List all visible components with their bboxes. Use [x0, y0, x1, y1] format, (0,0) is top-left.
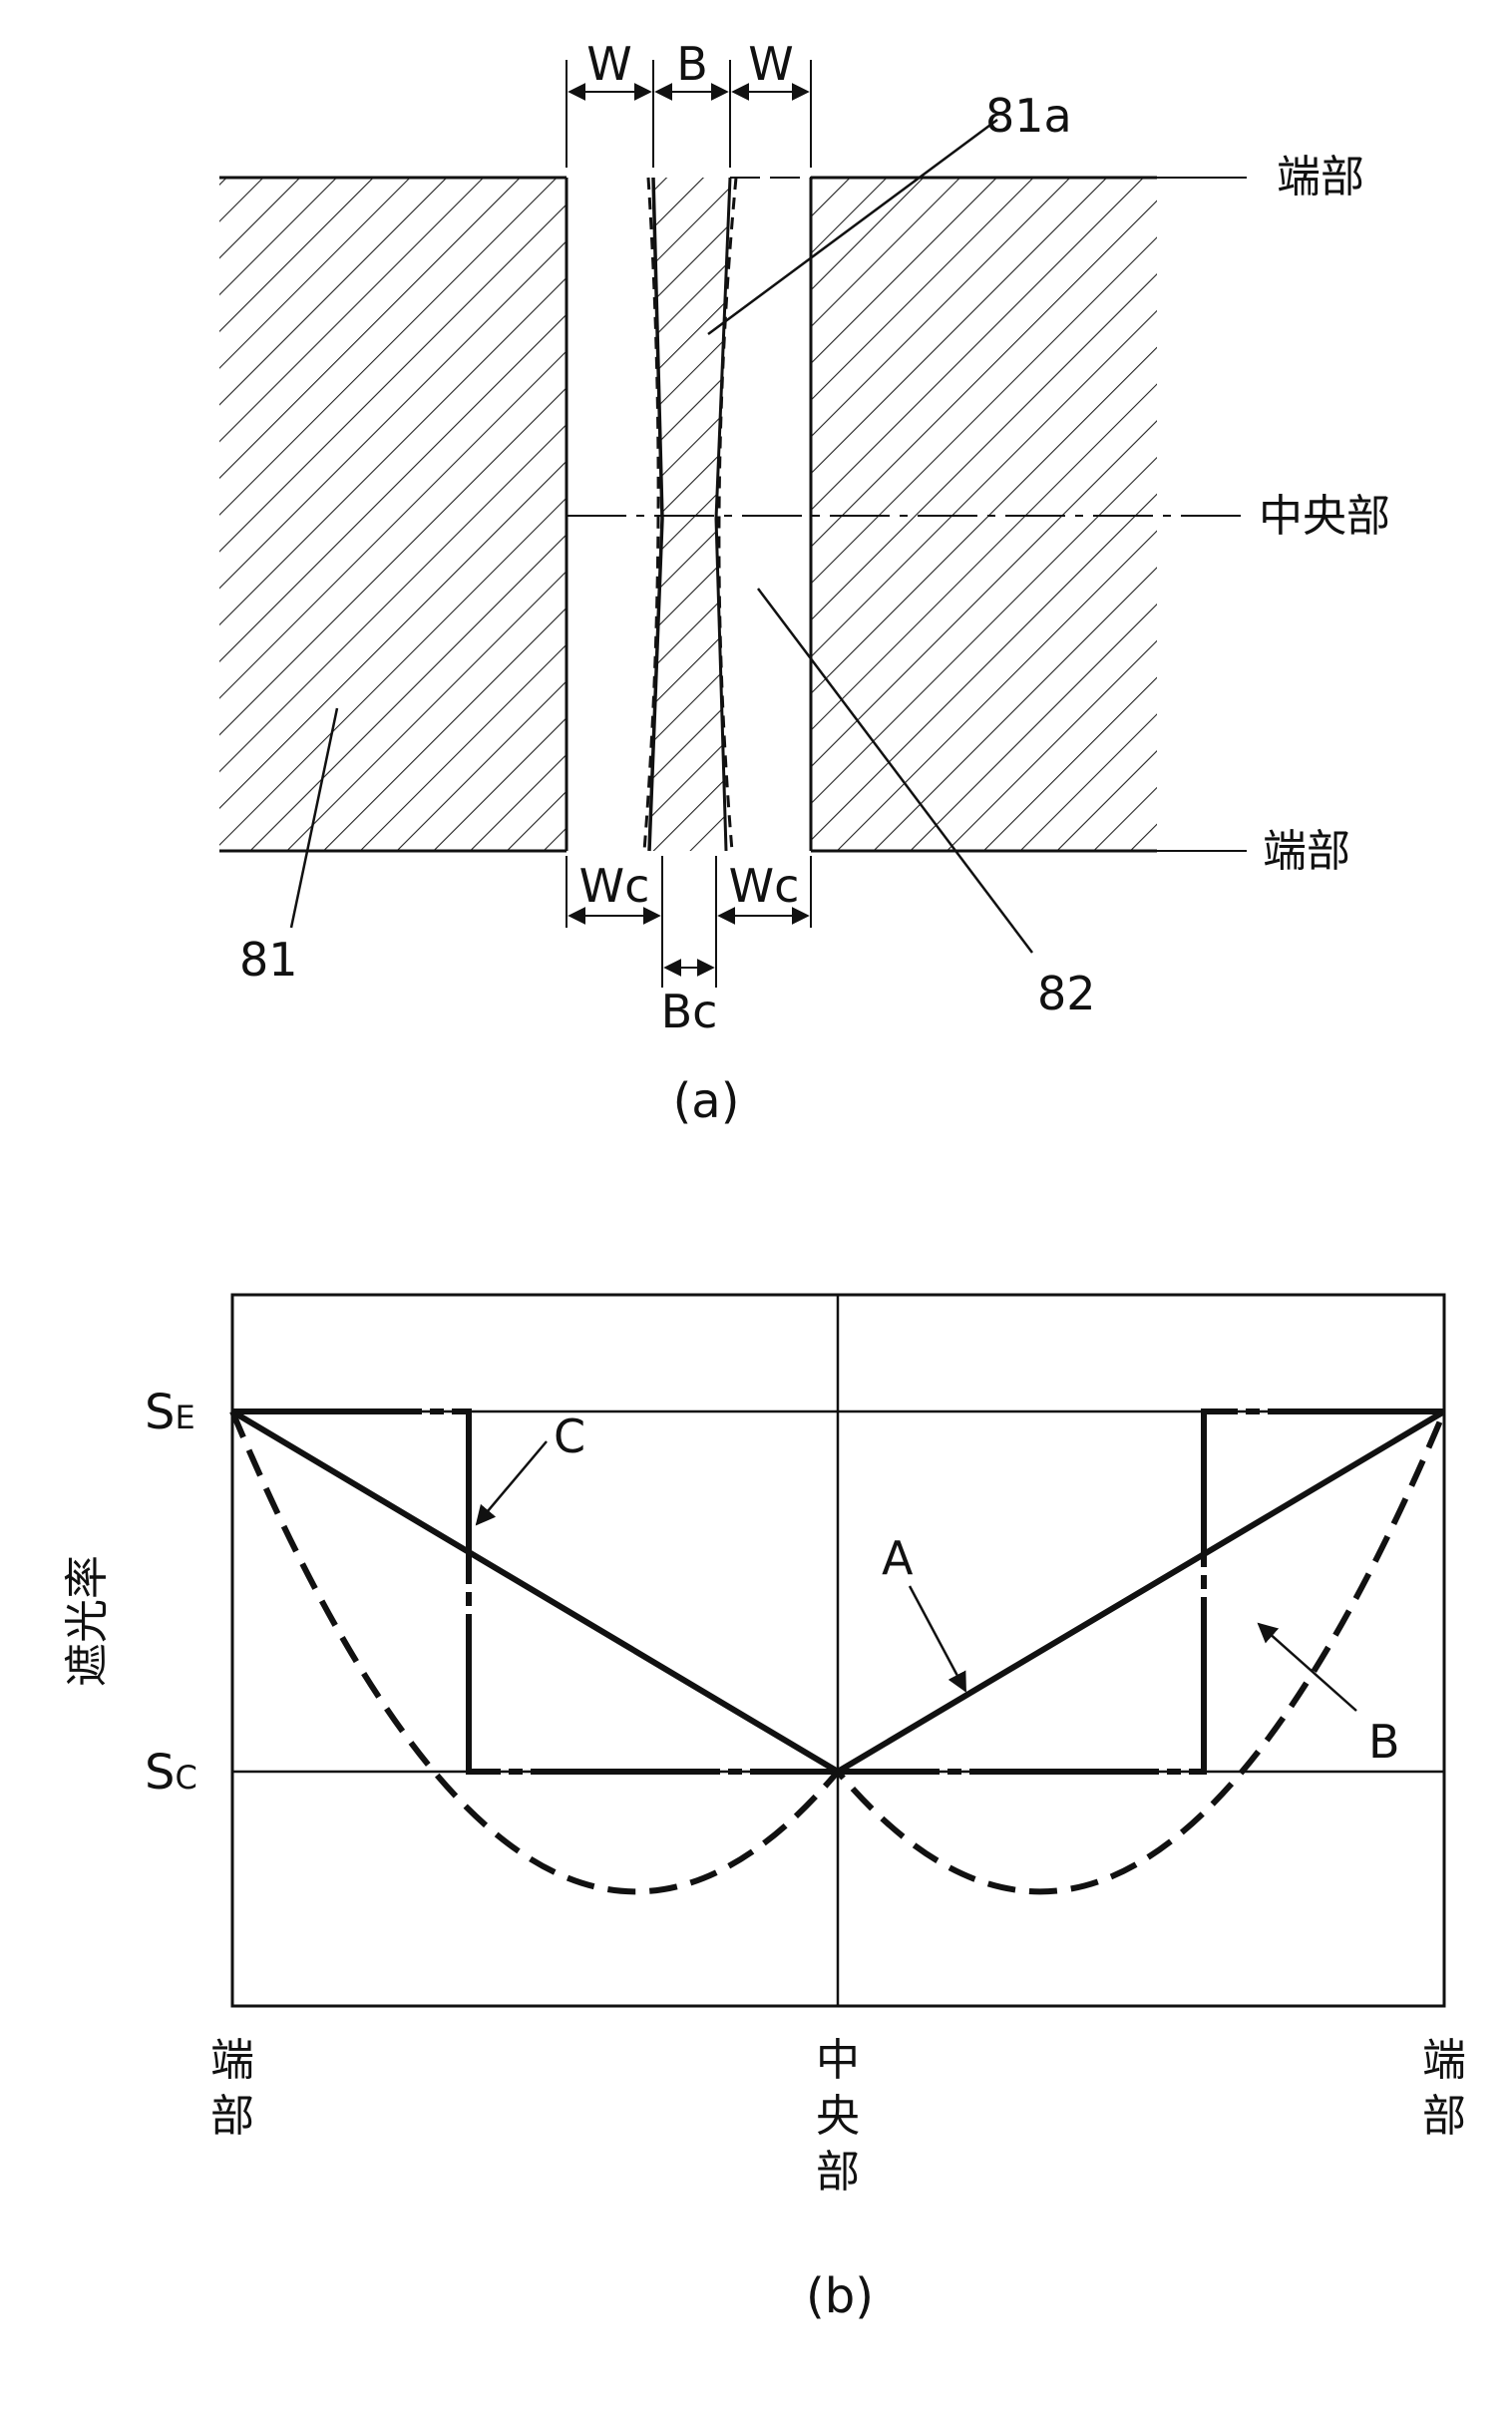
- svg-text:央: 央: [816, 2091, 860, 2142]
- x-tick-left: 端 部: [210, 2035, 254, 2142]
- ref-81: 81: [239, 933, 298, 987]
- x-tick-center: 中 央 部: [816, 2035, 860, 2198]
- dim-wc-left-label: Wc: [579, 859, 650, 913]
- curve-label-c: C: [554, 1409, 585, 1463]
- label-end-top: 端部: [1277, 152, 1364, 202]
- svg-text:端: 端: [1422, 2035, 1466, 2086]
- caption-b: (b): [806, 2268, 874, 2324]
- y-tick-sc: SC: [145, 1745, 197, 1801]
- region-81: [219, 178, 567, 851]
- svg-text:部: 部: [210, 2091, 254, 2142]
- svg-text:中: 中: [816, 2035, 860, 2086]
- caption-a: (a): [673, 1073, 740, 1129]
- curve-label-a: A: [882, 1531, 914, 1585]
- curve-label-b: B: [1368, 1715, 1400, 1769]
- ref-82: 82: [1037, 967, 1096, 1020]
- ref-81a: 81a: [985, 89, 1072, 143]
- dim-w-right-label: W: [748, 37, 793, 91]
- svg-text:部: 部: [1422, 2091, 1466, 2142]
- label-end-bottom: 端部: [1263, 826, 1350, 877]
- svg-text:部: 部: [816, 2147, 860, 2198]
- dim-wc-right-label: Wc: [729, 859, 800, 913]
- region-right-hatch: [811, 178, 1157, 851]
- dim-bc-label: Bc: [661, 985, 718, 1038]
- dim-w-left-label: W: [586, 37, 631, 91]
- dim-b-label: B: [676, 37, 708, 91]
- label-center: 中央部: [1259, 491, 1390, 542]
- panel-a: W B W Wc Wc Bc 端部 中央部 端部 81a 81 82 (a): [219, 37, 1390, 1129]
- y-axis-label: 遮光率: [62, 1555, 113, 1687]
- panel-b: C A B SE SC 遮光率 端 部 中 央 部 端 部 (b): [62, 1293, 1466, 2324]
- x-tick-right: 端 部: [1422, 2035, 1466, 2142]
- region-81a: [649, 178, 730, 851]
- svg-text:端: 端: [210, 2035, 254, 2086]
- y-tick-se: SE: [145, 1385, 195, 1440]
- curve-b: [229, 1409, 1447, 1895]
